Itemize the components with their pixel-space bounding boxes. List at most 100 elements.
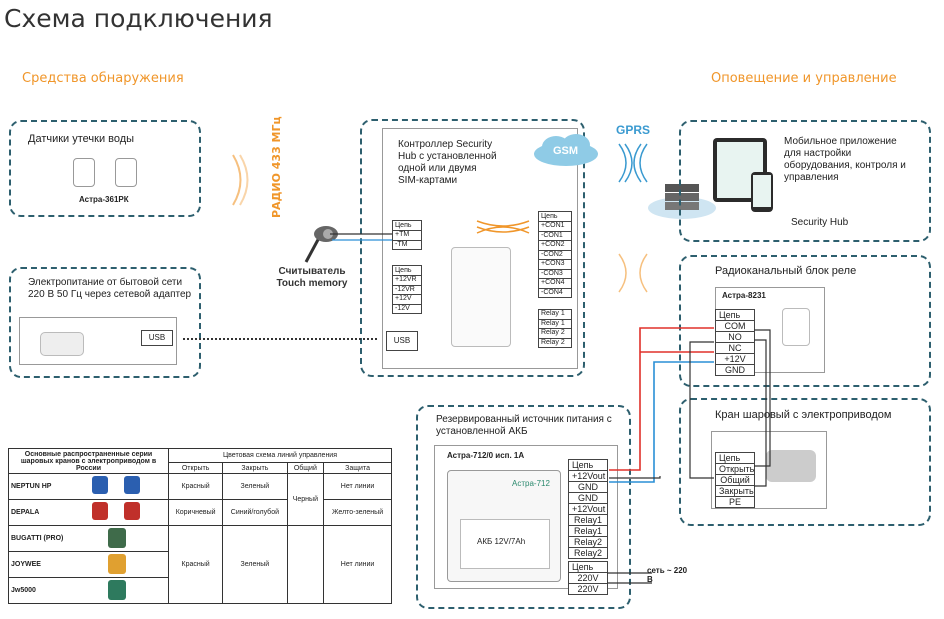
psu-terminal-block: Цепь +12Vout GND GND +12Vout Relay1 Rela… [568,459,608,559]
terminal: GND [569,493,607,504]
valve-thumbnail-icon [92,476,108,494]
terminal: -CON2 [539,251,571,260]
water-sensors-title: Датчики утечки воды [28,133,135,145]
valve-thumbnail-icon [124,502,140,520]
terminal: Relay 1 [539,320,571,329]
terminal: +12V [393,295,421,305]
terminal: +12V [716,354,754,365]
table-title: Основные распространенные серии шаровых … [8,448,169,474]
psu-title: Резервированный источник питания с устан… [436,414,612,437]
terminal: 220V [577,584,599,594]
section-detection: Средства обнаружения [22,71,184,86]
valve-series-table: Основные распространенные серии шаровых … [8,448,392,604]
controller-title: Контроллер Security Hub с установленной … [398,139,497,186]
table-row: DEPALA Коричневый Синий/голубой Желто-зе… [8,499,392,526]
mobile-app-box: Мобильное приложение для настройки обору… [679,120,931,242]
terminal: +12Vout [569,504,607,515]
reader-label: Считыватель Touch memory [276,266,348,289]
gsm-label: GSM [553,145,579,157]
terminal: GND [569,482,607,493]
relay-block-title: Радиоканальный блок реле [715,265,857,277]
controller-box: Контроллер Security Hub с установленной … [360,119,585,377]
water-sensor-model: Астра-361РК [79,195,129,204]
terminal: Relay 1 [539,310,571,320]
section-notification: Оповещение и управление [711,71,897,86]
battery-icon: АКБ 12V/7Ah [460,519,550,569]
terminal: Relay2 [573,548,602,558]
terminal: Relay1 [569,515,607,526]
relay-block-model: Астра-8231 [722,291,766,300]
valve-thumbnail-icon [108,528,126,548]
valve-thumbnail-icon [108,580,126,600]
wire [609,476,661,479]
terminal: +CON1 [539,222,571,232]
mobile-app-title: Мобильное приложение для настройки обору… [784,136,906,183]
psu-device-icon: Астра-712 АКБ 12V/7Ah [447,470,561,582]
relay-device-icon [782,308,810,346]
radio-waves-icon [476,220,530,234]
terminal: -CON4 [541,288,563,296]
tm-terminal-block: Цепь +TM -TM [392,220,422,250]
terminal: GND [725,365,745,375]
terminal: COM [716,321,754,332]
terminal: Relay1 [569,526,607,537]
power-box: Электропитание от бытовой сети 220 В 50 … [9,267,201,378]
terminal: +CON3 [539,260,571,270]
gprs-waves-icon [618,143,648,183]
column-header: Защита [323,462,392,474]
terminal: -CON3 [539,270,571,279]
water-sensors-box: Датчики утечки воды Астра-361РК [9,120,201,217]
server-cloud-icon [648,184,716,219]
terminal: +12VR [393,276,421,286]
terminal: Общий [716,475,754,486]
page-title: Схема подключения [4,4,273,33]
psu-ac-terminal-block: Цепь 220V 220V [568,561,608,595]
terminal: PE [728,497,741,507]
terminal: Relay 2 [539,329,571,339]
terminal: -CON1 [539,232,571,241]
wire [689,341,714,479]
wire-blue [609,361,714,483]
terminal: -12VR [393,286,421,295]
table-row: Jw5000 [8,577,392,604]
water-sensor-icon [73,158,95,187]
wire [754,329,771,467]
relay-terminal-block: Цепь COM NO NC +12V GND [715,309,755,376]
phone-icon [751,172,773,212]
radio-waves-icon [232,154,249,206]
con-terminal-block: Цепь +CON1 -CON1 +CON2 -CON2 +CON3 -CON3… [538,211,572,298]
power-title: Электропитание от бытовой сети 220 В 50 … [28,277,192,300]
power-adapter-icon [40,332,84,356]
terminal: NO [716,332,754,343]
relay-terminal-block: Relay 1 Relay 1 Relay 2 Relay 2 [538,309,572,348]
mains-label: сеть ~ 220 В [647,566,688,584]
table-row: NEPTUN HP Красный Зеленый Черный Нет лин… [8,473,392,526]
valve-title: Кран шаровый с электроприводом [715,409,892,421]
power-terminal-block: Цепь +12VR -12VR +12V -12V [392,265,422,314]
terminal: 220V [569,573,607,584]
radio-waves-icon [618,253,648,293]
table-row: BUGATTI (PRO) Красный Зеленый Нет линии [8,525,392,604]
column-header: Закрыть [222,462,288,474]
terminal: +CON4 [539,279,571,289]
wire [754,339,767,487]
controller-usb-label: USB [386,331,418,351]
gprs-label: GPRS [616,123,651,137]
adapter-panel: USB [19,317,177,365]
terminal: +CON2 [539,241,571,251]
terminal: Relay2 [569,537,607,548]
valve-thumbnail-icon [124,476,140,494]
controller-panel: Контроллер Security Hub с установленной … [382,128,578,369]
wire-red [609,327,714,471]
terminal: -12V [395,304,410,312]
touch-memory-icon [304,226,338,263]
terminal: Relay 2 [541,338,565,346]
valve-thumbnail-icon [92,502,108,520]
terminal: NC [716,343,754,354]
table-group-header: Цветовая схема линий управления [168,448,392,463]
water-sensor-icon [115,158,137,187]
valve-thumbnail-icon [108,554,126,574]
terminal: Открыть [716,464,754,475]
controller-device-icon [451,247,511,347]
